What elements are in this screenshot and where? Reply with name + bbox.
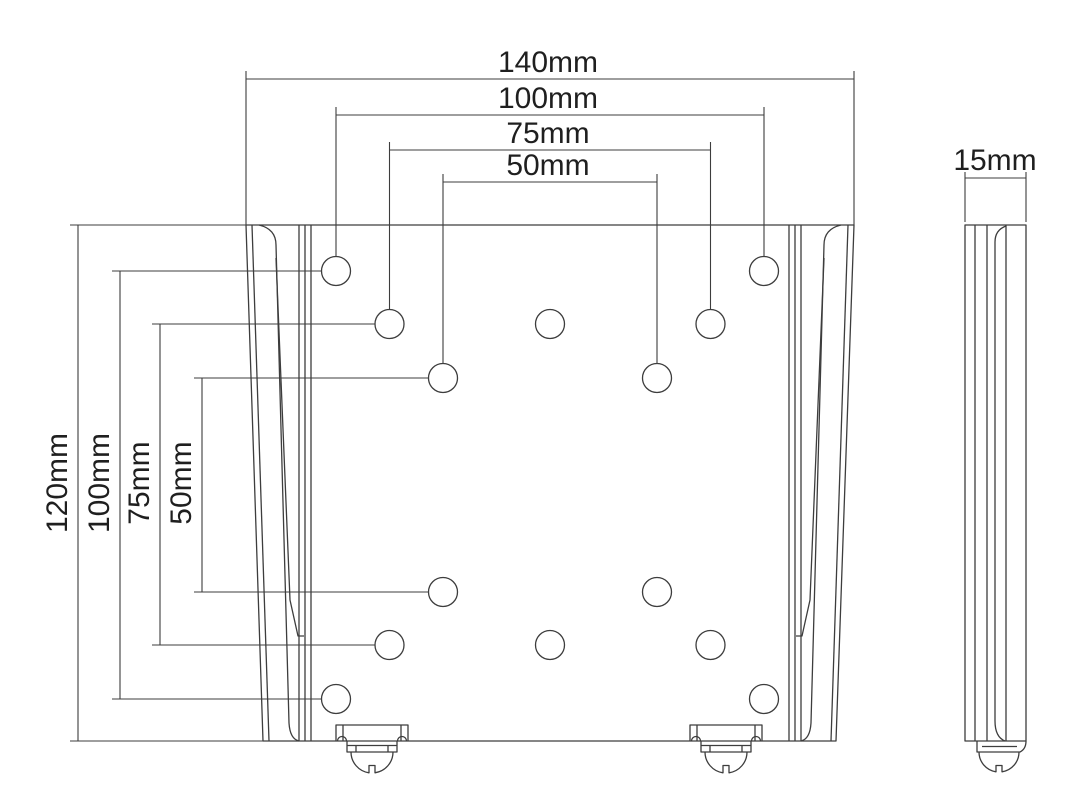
side-lock-tab (976, 740, 1027, 773)
dim-line-height-100 (112, 270, 322, 700)
bottom-lock-tab-right (689, 724, 763, 774)
dim-line-depth-15 (964, 172, 1027, 222)
bottom-lock-tab-left (335, 724, 409, 774)
hole-vesa50-bottom-right (641, 576, 673, 608)
dim-line-width-50 (442, 174, 658, 363)
hole-vesa100-top-right (748, 255, 780, 287)
left-rail-hem-fold (258, 224, 300, 742)
left-rail-edge-line (251, 224, 270, 742)
front-plate-outline (245, 224, 855, 742)
hole-vesa50-bottom-left (427, 576, 459, 608)
right-rail (788, 224, 849, 742)
dim-line-width-140 (245, 71, 855, 225)
left-rail-hook-diagonal (275, 257, 304, 637)
tab-upper-plate (689, 724, 763, 741)
tab-upper-plate (335, 724, 409, 741)
dim-line-height-75 (152, 323, 375, 646)
hole-vesa75-top-left (374, 308, 405, 340)
side-dimension: 15mm (953, 144, 1037, 222)
tab-thumb-dome (704, 751, 748, 774)
right-rail-edge-line (830, 224, 849, 742)
dim-label-height-120: 120mm (41, 433, 74, 533)
dim-label-height-50: 50mm (165, 441, 198, 524)
hole-vesa75-bottom-right (695, 629, 726, 661)
left-rail (251, 224, 312, 742)
tab-notch-arcs (336, 735, 408, 742)
tab-inner-verticals (342, 725, 402, 741)
dim-line-height-120 (70, 224, 263, 742)
dim-line-height-50 (194, 377, 429, 593)
dim-line-width-100 (335, 107, 765, 256)
dim-label-width-140: 140mm (498, 46, 598, 79)
tab-thumb-dome (350, 751, 394, 774)
left-dimensions: 120mm 100mm 75mm 50mm (41, 224, 429, 742)
side-tab-block (976, 740, 1027, 753)
dim-label-width-75: 75mm (506, 117, 589, 150)
hole-vesa100-bottom-right (748, 683, 780, 715)
left-rail-fold-lines (298, 225, 312, 741)
hole-vesa75-top-right (695, 308, 726, 340)
hole-vesa50-top-left (427, 362, 459, 394)
hole-center-top (534, 308, 566, 340)
mounting-holes (320, 255, 780, 715)
top-dimensions: 140mm 100mm 75mm 50mm (245, 46, 855, 363)
right-rail-fold-lines (788, 225, 802, 741)
side-fold-lines (974, 225, 1007, 741)
dim-label-width-100: 100mm (498, 82, 598, 115)
right-rail-hem-fold (800, 224, 842, 742)
right-rail-hook-diagonal (796, 257, 825, 637)
tab-lower-block (346, 741, 398, 753)
dim-label-depth-15: 15mm (953, 144, 1036, 177)
side-hem-fold (994, 225, 1007, 742)
dim-label-height-100: 100mm (83, 433, 116, 533)
hole-vesa50-top-right (641, 362, 673, 394)
dim-label-width-50: 50mm (506, 149, 589, 182)
side-view (964, 224, 1027, 773)
dim-line-width-75 (388, 142, 712, 309)
dim-label-height-75: 75mm (123, 441, 156, 524)
side-tab-dome (978, 751, 1020, 773)
tab-inner-verticals (696, 725, 756, 741)
tab-lower-block (700, 741, 752, 753)
hole-center-bottom (534, 629, 566, 661)
hole-vesa75-bottom-left (374, 629, 405, 661)
hole-vesa100-top-left (320, 255, 352, 287)
hole-vesa100-bottom-left (320, 683, 352, 715)
tab-notch-arcs (690, 735, 762, 742)
front-view (245, 224, 855, 774)
